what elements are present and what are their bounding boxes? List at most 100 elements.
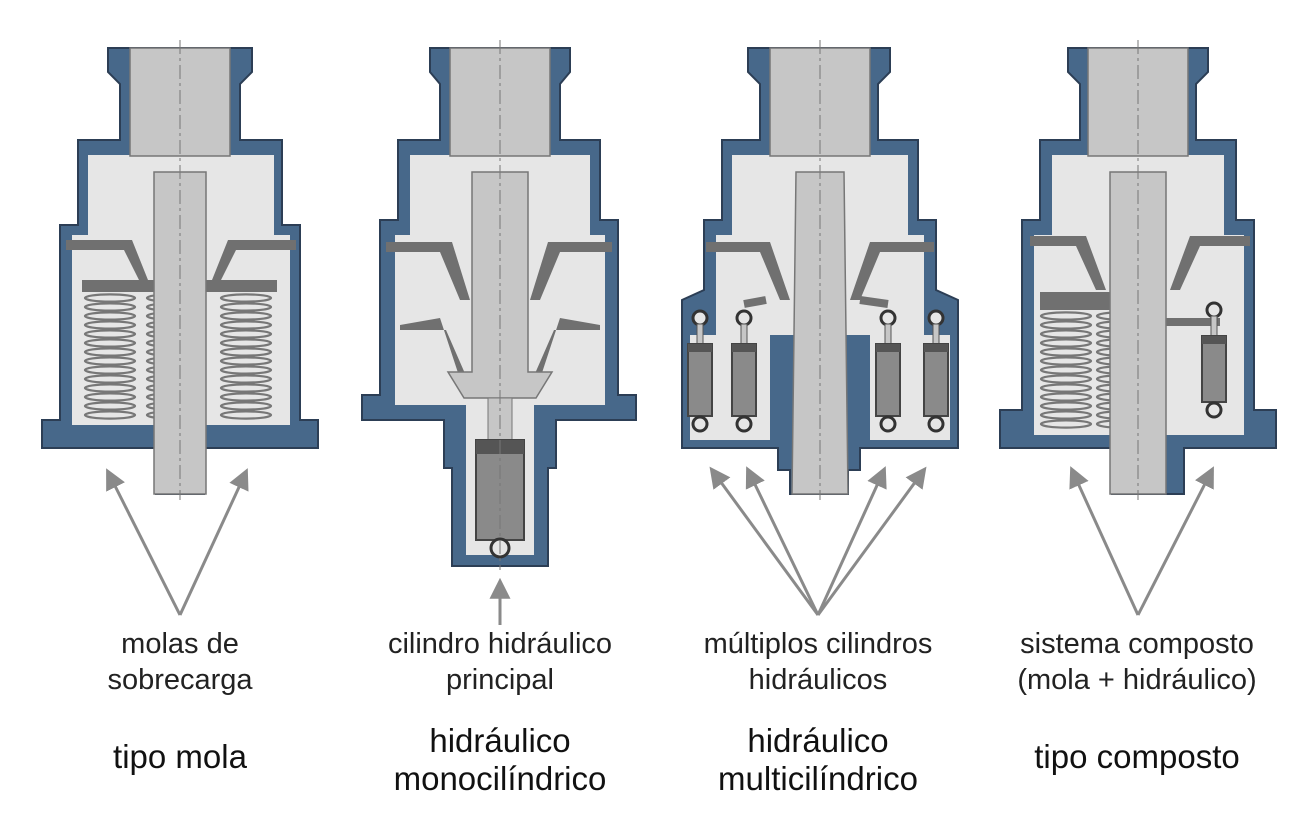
- pivot-pin-icon: [927, 415, 945, 433]
- spring-coil: [83, 302, 137, 312]
- arrow-icon: [178, 468, 249, 616]
- spring-coil: [83, 365, 137, 375]
- cone-right: [1170, 236, 1250, 290]
- spring-coil: [83, 374, 137, 384]
- spring-coil: [219, 410, 273, 420]
- spring-coil: [1039, 383, 1093, 393]
- component-label-single-cylinder: cilindro hidráulico principal: [387, 628, 613, 696]
- spring-coil: [1039, 374, 1093, 384]
- spring-coil: [1039, 320, 1093, 330]
- pivot-pin-icon: [879, 415, 897, 433]
- crusher-multi-hydraulic: [681, 40, 959, 500]
- component-label-multi-cylinder: múltiplos cilindros hidráulicos: [703, 628, 933, 696]
- spring-coil: [219, 383, 273, 393]
- spring-coil: [1039, 401, 1093, 411]
- pivot-pin-icon: [927, 309, 945, 327]
- spring-coil: [219, 302, 273, 312]
- type-label-spring: tipo mola: [113, 738, 247, 775]
- piston-rod: [740, 323, 748, 347]
- pointer-arrows: [106, 466, 1214, 625]
- spring-coil: [219, 401, 273, 411]
- cone-right: [850, 242, 934, 300]
- type-label-composite: tipo composto: [1034, 738, 1240, 775]
- cylinder-cap: [924, 344, 948, 352]
- spring-coil: [83, 338, 137, 348]
- spring-coil: [83, 347, 137, 357]
- spring-coil: [219, 365, 273, 375]
- cylinder-cap: [732, 344, 756, 352]
- spring-coil: [83, 293, 137, 303]
- arrow-icon: [1069, 466, 1140, 616]
- cone-left: [66, 240, 152, 290]
- cylinder-cap: [688, 344, 712, 352]
- spring-coil: [219, 293, 273, 303]
- type-label-single-cylinder: hidráulico monocilíndrico: [393, 722, 607, 797]
- spring-coil: [83, 410, 137, 420]
- arrow-icon: [1136, 466, 1214, 616]
- spring-coil: [1039, 356, 1093, 366]
- cylinder-cap: [1202, 336, 1226, 344]
- spring-coil: [1039, 347, 1093, 357]
- pivot-pin-icon: [691, 415, 709, 433]
- spring-coil: [219, 356, 273, 366]
- crusher-spring-type: [41, 40, 319, 500]
- spring-coil: [219, 329, 273, 339]
- spring-coil: [83, 383, 137, 393]
- pivot-pin-icon: [735, 415, 753, 433]
- cone-left: [706, 242, 790, 300]
- spring-coil: [1039, 329, 1093, 339]
- spring-plate-right: [205, 280, 277, 292]
- spring-coil: [1039, 392, 1093, 402]
- cylinder-body: [731, 343, 757, 417]
- arrow-icon: [709, 466, 820, 616]
- piston-rod: [932, 323, 940, 347]
- arrow-icon: [816, 466, 927, 616]
- piston-rod: [696, 323, 704, 347]
- arrow-icon: [745, 466, 820, 616]
- cylinder-cap: [876, 344, 900, 352]
- spring-coil: [83, 401, 137, 411]
- spring-coil: [83, 329, 137, 339]
- component-label-spring: molas de sobrecarga: [107, 628, 253, 696]
- cylinder-body: [687, 343, 713, 417]
- arrow-icon: [816, 466, 887, 616]
- cone-right: [530, 242, 612, 300]
- cylinder-body: [875, 343, 901, 417]
- spring-coil: [219, 392, 273, 402]
- arrow-icon: [106, 468, 182, 616]
- cone-left: [1030, 236, 1106, 290]
- spring-coil: [219, 347, 273, 357]
- crusher-composite: [999, 40, 1277, 500]
- spring-coil: [219, 311, 273, 321]
- linkage-arm: [743, 296, 767, 308]
- piston-rod: [1210, 315, 1218, 339]
- pivot-pin-icon: [691, 309, 709, 327]
- spring-coil: [1039, 410, 1093, 420]
- type-label-multi-cylinder: hidráulico multicilíndrico: [718, 722, 918, 797]
- spring-coil: [83, 311, 137, 321]
- hydraulic-cylinder: [1201, 301, 1227, 419]
- piston-rod: [884, 323, 892, 347]
- hydraulic-cylinder-group: [687, 296, 949, 433]
- spring-coil: [1039, 338, 1093, 348]
- pivot-pin-icon: [1205, 301, 1223, 319]
- spring-coil: [219, 320, 273, 330]
- spring-coil: [1039, 311, 1093, 321]
- spring-coil: [83, 320, 137, 330]
- pivot-pin-icon: [879, 309, 897, 327]
- linkage-bar: [1140, 318, 1220, 326]
- pivot-pin-icon: [1205, 401, 1223, 419]
- crusher-single-hydraulic: [361, 40, 637, 570]
- spring-coil: [83, 356, 137, 366]
- spring-coil: [83, 392, 137, 402]
- spring-coil: [219, 338, 273, 348]
- spring-coil: [219, 374, 273, 384]
- cylinder-body: [1201, 335, 1227, 403]
- cone-left: [386, 242, 470, 300]
- pivot-pin-icon: [735, 309, 753, 327]
- cylinder-body: [923, 343, 949, 417]
- spring-coil: [1039, 419, 1093, 429]
- spring-coil: [1039, 365, 1093, 375]
- linkage-arm: [859, 296, 889, 308]
